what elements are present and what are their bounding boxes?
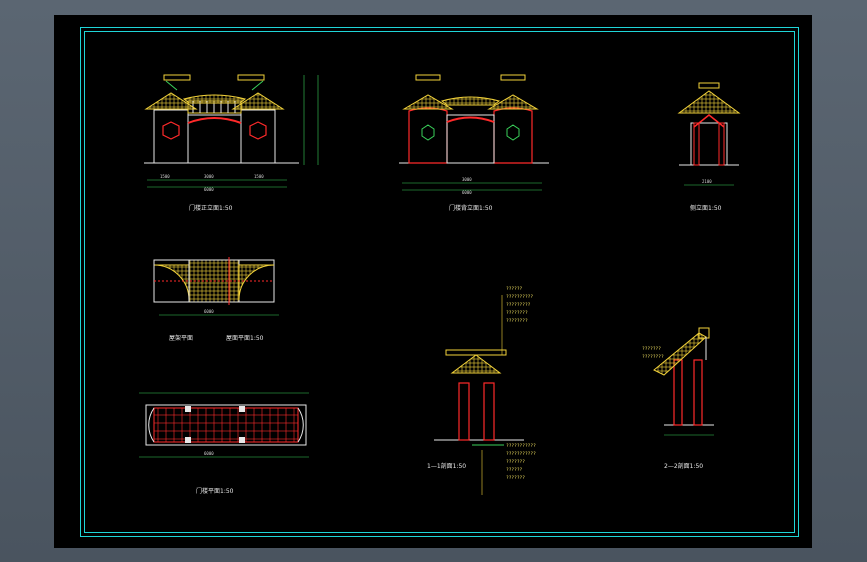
roof-frame-plan-label: 屋架平面 — [169, 334, 193, 342]
svg-text:???????: ??????? — [506, 475, 525, 481]
svg-text:???????????: ??????????? — [506, 451, 536, 457]
drawing-sheet: 1500 3000 1500 6000 门楼正立面1:50 3000 6000 … — [54, 15, 812, 548]
svg-text:?????????: ????????? — [506, 302, 531, 308]
front-elevation[interactable]: 1500 3000 1500 6000 门楼正立面1:50 — [144, 74, 319, 212]
svg-text:6000: 6000 — [204, 451, 214, 456]
svg-text:???????????: ??????????? — [506, 443, 536, 449]
roof-plan[interactable]: 6000 屋架平面 屋面平面1:50 — [153, 257, 279, 342]
svg-text:6000: 6000 — [204, 309, 214, 314]
cad-canvas[interactable]: 1500 3000 1500 6000 门楼正立面1:50 3000 6000 … — [54, 15, 812, 548]
rear-elevation[interactable]: 3000 6000 门楼背立面1:50 — [399, 74, 549, 212]
svg-text:1500: 1500 — [254, 174, 264, 179]
rear-elevation-label: 门楼背立面1:50 — [449, 204, 493, 212]
section-1-1[interactable]: ?????? ?????????? ????????? ???????? ???… — [427, 286, 536, 495]
side-elevation-label: 侧立面1:50 — [690, 204, 722, 212]
drawing-border-outer — [80, 27, 799, 537]
svg-text:????????: ???????? — [642, 354, 664, 360]
svg-text:????????: ???????? — [506, 318, 528, 324]
svg-text:???????: ??????? — [642, 346, 661, 352]
svg-text:??????????: ?????????? — [506, 294, 533, 300]
section-1-1-label: 1—1剖面1:50 — [427, 462, 466, 470]
side-elevation[interactable]: 2100 侧立面1:50 — [677, 82, 741, 212]
svg-text:6000: 6000 — [462, 190, 472, 195]
svg-text:????????: ???????? — [506, 310, 528, 316]
svg-text:??????: ?????? — [506, 467, 523, 473]
section-2-2[interactable]: ??????? ???????? 2—2剖面1:50 — [642, 327, 714, 470]
floor-plan[interactable]: 6000 门楼平面1:50 — [139, 392, 309, 495]
svg-text:3000: 3000 — [462, 177, 472, 182]
svg-text:???????: ??????? — [506, 459, 525, 465]
front-elevation-label: 门楼正立面1:50 — [189, 204, 233, 212]
roof-plan-label: 屋面平面1:50 — [226, 335, 264, 342]
drawing-border-inner — [84, 31, 795, 533]
svg-text:2100: 2100 — [702, 179, 712, 184]
section-2-2-label: 2—2剖面1:50 — [664, 462, 703, 470]
floor-plan-label: 门楼平面1:50 — [196, 487, 234, 495]
svg-text:1500: 1500 — [160, 174, 170, 179]
svg-text:3000: 3000 — [204, 174, 214, 179]
svg-text:6000: 6000 — [204, 187, 214, 192]
svg-text:??????: ?????? — [506, 286, 523, 292]
